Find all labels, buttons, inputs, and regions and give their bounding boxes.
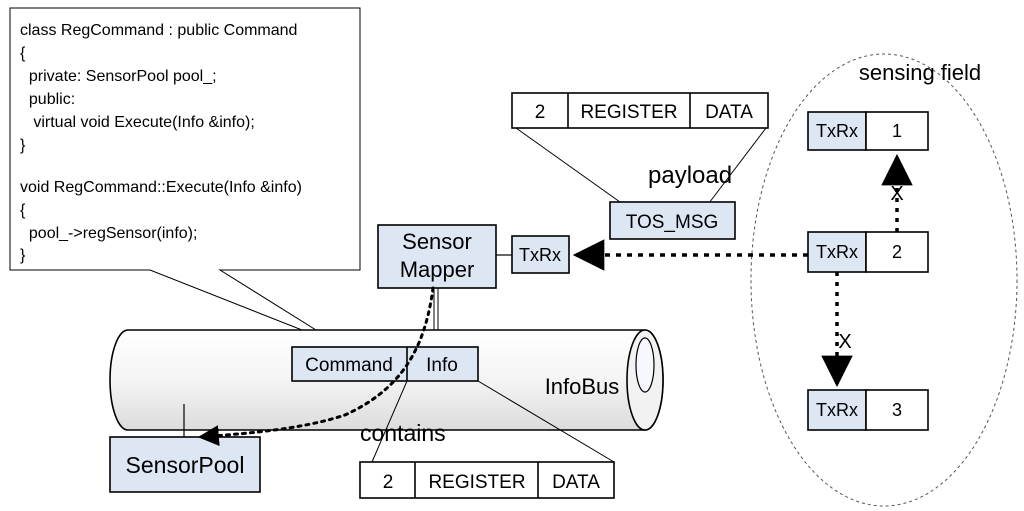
node-id-label: 3	[892, 400, 902, 420]
packet-field: 2	[535, 102, 546, 123]
node-txrx-label: TxRx	[816, 242, 858, 262]
sensing-field-title: sensing field	[859, 60, 981, 85]
sensor-mapper-box: Sensor Mapper	[377, 224, 497, 289]
blocked-mark: X	[890, 183, 903, 205]
code-line: class RegCommand : public Command	[20, 22, 297, 39]
code-line: virtual void Execute(Info &info);	[20, 114, 255, 131]
packet-field: 2	[383, 472, 394, 493]
code-line: }	[20, 247, 26, 264]
sensing-field-boundary	[750, 53, 1018, 507]
top-packet: 2 REGISTER DATA	[511, 92, 769, 129]
tos-msg-box: TOS_MSG	[609, 201, 736, 240]
blocked-mark: X	[838, 331, 851, 353]
bottom-packet: 2 REGISTER DATA	[359, 461, 615, 499]
code-line: pool_->regSensor(info);	[20, 225, 197, 242]
sensor-pool-label: SensorPool	[126, 452, 245, 478]
sensor-node-2: TxRx 2	[807, 231, 929, 273]
packet-field: REGISTER	[580, 102, 677, 123]
sensor-node-1: TxRx 1	[807, 111, 929, 151]
code-line: {	[20, 202, 26, 219]
node-id-label: 1	[892, 121, 902, 141]
infobus-label: InfoBus	[545, 374, 620, 399]
contains-callout-lines	[371, 380, 615, 463]
sensor-node-3: TxRx 3	[807, 389, 929, 431]
mapper-txrx-box: TxRx	[511, 235, 570, 274]
code-line: void RegCommand::Execute(Info &info)	[20, 179, 302, 196]
sensing-field: sensing field TxRx 1 TxRx 2 TxRx 3 X X	[750, 53, 1018, 507]
packet-field: DATA	[705, 102, 753, 123]
node-id-label: 2	[892, 242, 902, 262]
info-label: Info	[426, 355, 458, 376]
bus-message: Command Info	[291, 346, 479, 382]
sensor-mapper-line1: Sensor	[402, 229, 472, 254]
sensor-pool-box: SensorPool	[109, 436, 261, 493]
code-line: private: SensorPool pool_;	[20, 68, 217, 85]
tos-msg-label: TOS_MSG	[626, 212, 719, 233]
code-callout: class RegCommand : public Command { priv…	[9, 7, 361, 346]
packet-field: REGISTER	[428, 472, 525, 493]
packet-field: DATA	[552, 472, 600, 493]
node-txrx-label: TxRx	[816, 400, 858, 420]
sensor-mapper-line2: Mapper	[400, 257, 475, 282]
code-line: {	[20, 45, 26, 62]
node-txrx-label: TxRx	[816, 121, 858, 141]
contains-label: contains	[360, 420, 446, 446]
payload-callout-lines	[515, 127, 767, 208]
mapper-to-pool-arrow	[197, 286, 435, 447]
code-line: public:	[20, 91, 75, 108]
mapper-txrx-label: TxRx	[519, 245, 561, 265]
code-line: }	[20, 137, 26, 154]
command-label: Command	[305, 355, 393, 376]
payload-label: payload	[648, 162, 732, 189]
